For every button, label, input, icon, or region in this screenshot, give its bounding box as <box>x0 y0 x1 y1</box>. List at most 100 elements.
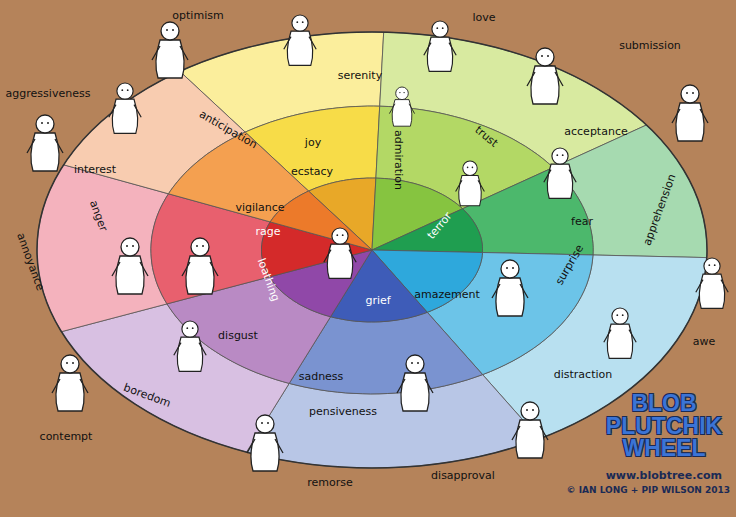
blob-body <box>156 40 184 78</box>
blob-body <box>112 99 137 133</box>
emotion-label: amazement <box>414 289 480 301</box>
blob-eye <box>172 29 174 31</box>
blob-body <box>516 420 544 458</box>
blob-eye <box>506 267 508 269</box>
blob-head <box>117 83 133 99</box>
blob-body <box>547 164 572 198</box>
blob-eye <box>467 167 469 169</box>
blob-body <box>531 66 559 104</box>
blob-head <box>396 87 409 100</box>
blob-body <box>186 256 214 294</box>
blob-head <box>256 415 274 433</box>
blob-body <box>327 244 352 278</box>
emotion-label: admiration <box>392 130 404 190</box>
blob-head <box>191 238 209 256</box>
blob-head <box>681 85 699 103</box>
blob-body <box>607 324 632 358</box>
wheel-outline <box>37 32 707 468</box>
blob-eye <box>616 314 618 316</box>
blob-eye <box>472 167 474 169</box>
emotion-label: ecstacy <box>291 166 333 178</box>
blob-head <box>292 15 308 31</box>
blob-arms <box>424 43 456 56</box>
blob-eye <box>127 89 129 91</box>
blob-figure <box>424 21 456 71</box>
blob-eye <box>72 362 74 364</box>
blob-figure <box>284 15 316 65</box>
credit-text: © IAN LONG + PIP WILSON 2013 <box>567 486 730 496</box>
emotion-label: remorse <box>307 477 353 489</box>
blob-head <box>552 148 568 164</box>
blob-head <box>501 260 519 278</box>
blob-body <box>177 337 202 371</box>
blob-arms <box>247 439 283 453</box>
blob-eye <box>411 362 413 364</box>
blob-arms <box>672 109 708 123</box>
blob-head <box>432 21 448 37</box>
blob-eye <box>442 27 444 29</box>
blob-eye <box>132 245 134 247</box>
blob-arms <box>324 250 356 263</box>
emotion-label: vigilance <box>235 202 284 214</box>
blob-body <box>459 175 482 205</box>
blob-arms <box>696 280 728 293</box>
blob-arms <box>109 105 141 118</box>
blob-eye <box>166 29 168 31</box>
blob-eye <box>399 92 400 93</box>
blob-figure <box>27 115 63 171</box>
blob-head <box>36 115 54 133</box>
emotion-label: disapproval <box>431 470 495 482</box>
blob-figure <box>544 148 576 198</box>
blob-eye <box>403 92 404 93</box>
emotion-label: contempt <box>40 431 93 443</box>
blob-figure <box>512 402 548 458</box>
blob-eye <box>267 422 269 424</box>
blob-eye <box>526 409 528 411</box>
blob-arms <box>52 379 88 393</box>
blob-eye <box>708 264 710 266</box>
outer-petal <box>37 165 169 332</box>
blob-arms <box>27 139 63 153</box>
blob-body <box>401 373 429 411</box>
credit-text: www.blobtree.com <box>606 470 722 482</box>
blob-eye <box>126 245 128 247</box>
emotion-label: fear <box>571 216 593 228</box>
blob-arms <box>544 170 576 183</box>
blob-figure <box>324 228 356 278</box>
blob-arms <box>182 262 218 276</box>
blob-eye <box>47 122 49 124</box>
emotion-label: grief <box>365 295 390 307</box>
blob-eye <box>261 422 263 424</box>
blob-figure <box>389 87 414 126</box>
blob-head <box>463 161 477 175</box>
blob-body <box>496 278 524 316</box>
emotion-label: joy <box>305 137 321 149</box>
blob-arms <box>397 379 433 393</box>
emotion-label: pensiveness <box>309 406 377 418</box>
blob-arms <box>389 104 414 114</box>
blob-body <box>699 274 724 308</box>
blob-eye <box>556 154 558 156</box>
blob-arms <box>512 426 548 440</box>
blob-eye <box>121 89 123 91</box>
emotion-label: distraction <box>554 369 612 381</box>
blob-eye <box>41 122 43 124</box>
wheel-title: BLOB PLUTCHIK WHEEL <box>598 392 730 460</box>
blob-body <box>427 37 452 71</box>
blob-head <box>521 402 539 420</box>
emotion-label: interest <box>74 164 116 176</box>
blob-arms <box>112 262 148 276</box>
blob-eye <box>417 362 419 364</box>
blob-figure <box>109 83 141 133</box>
blob-body <box>392 100 412 127</box>
blob-eye <box>336 234 338 236</box>
blob-eye <box>622 314 624 316</box>
blob-head <box>332 228 348 244</box>
blob-body <box>676 103 704 141</box>
blob-figure <box>672 85 708 141</box>
blob-body <box>116 256 144 294</box>
blob-head <box>612 308 628 324</box>
blob-arms <box>492 284 528 298</box>
blob-arms <box>152 46 188 60</box>
blob-arms <box>604 330 636 343</box>
